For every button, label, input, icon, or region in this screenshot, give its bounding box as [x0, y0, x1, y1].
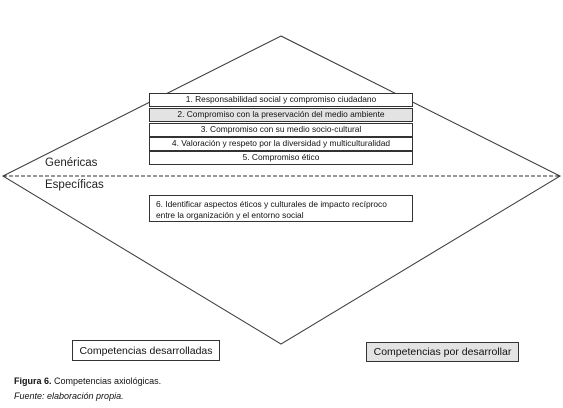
figure-caption: Figura 6. Competencias axiológicas.: [14, 376, 161, 386]
genericas-label: Genéricas: [45, 157, 98, 169]
legend-to-develop: Competencias por desarrollar: [366, 342, 519, 362]
generic-competency-3: 3. Compromiso con su medio socio-cultura…: [149, 123, 413, 137]
specific-competency-6: 6. Identificar aspectos éticos y cultura…: [149, 195, 413, 222]
figure-source-text: Fuente: elaboración propia.: [14, 391, 124, 401]
figure-label: Figura 6.: [14, 376, 52, 386]
generic-competency-5: 5. Compromiso ético: [149, 151, 413, 165]
generic-competency-1: 1. Responsabilidad social y compromiso c…: [149, 93, 413, 107]
diamond-shape: [1, 35, 562, 345]
especificas-label: Específicas: [45, 179, 104, 191]
figure-title: Competencias axiológicas.: [54, 376, 162, 386]
legend-developed: Competencias desarrolladas: [72, 340, 220, 361]
generic-competency-4: 4. Valoración y respeto por la diversida…: [149, 137, 413, 151]
generic-competency-2: 2. Compromiso con la preservación del me…: [149, 108, 413, 122]
figure-source: Fuente: elaboración propia.: [14, 391, 124, 401]
